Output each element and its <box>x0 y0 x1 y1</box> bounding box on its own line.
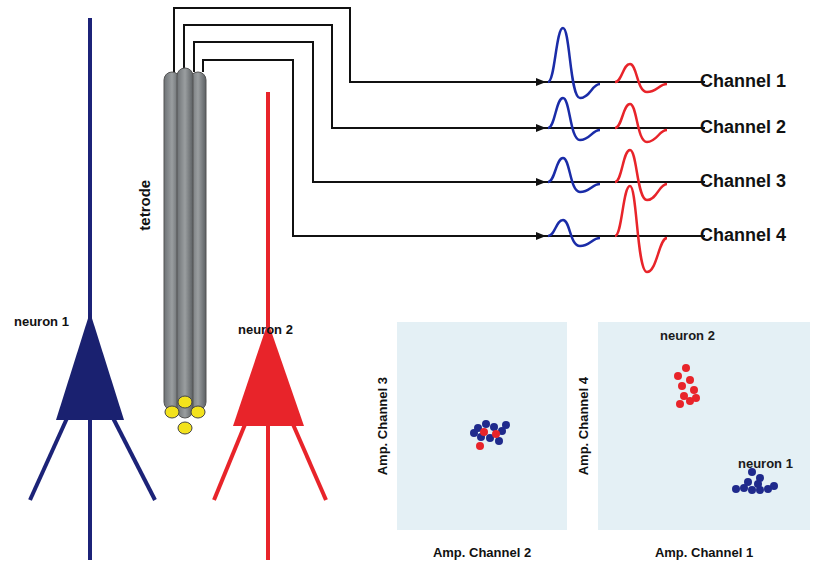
neuron-1 <box>30 18 155 560</box>
axis-label: Amp. Channel 1 <box>655 546 753 560</box>
channel-label: Channel 1 <box>700 72 786 92</box>
wires <box>174 8 545 236</box>
scatter-dots <box>470 364 778 494</box>
axis-label: Amp. Channel 3 <box>376 377 390 475</box>
neuron-label: neuron 2 <box>238 323 293 337</box>
neuron-label: neuron 1 <box>14 315 69 329</box>
scatter-plot: Amp. Channel 3Amp. Channel 2 <box>397 322 567 530</box>
cluster-label: neuron 1 <box>738 457 793 471</box>
cluster-label: neuron 2 <box>660 329 715 343</box>
plot-panel <box>397 322 567 530</box>
scatter-plot: Amp. Channel 4Amp. Channel 1neuron 2neur… <box>598 322 810 530</box>
tetrode <box>164 68 206 434</box>
tetrode-label: tetrode <box>137 180 154 231</box>
channel-lines <box>545 82 705 236</box>
channel-label: Channel 3 <box>700 172 786 192</box>
neuron-2 <box>214 92 326 560</box>
plot-panel <box>598 322 810 530</box>
channel-label: Channel 2 <box>700 118 786 138</box>
axis-label: Amp. Channel 2 <box>433 546 531 560</box>
channel-label: Channel 4 <box>700 226 786 246</box>
waveforms <box>548 28 667 272</box>
axis-label: Amp. Channel 4 <box>577 377 591 475</box>
